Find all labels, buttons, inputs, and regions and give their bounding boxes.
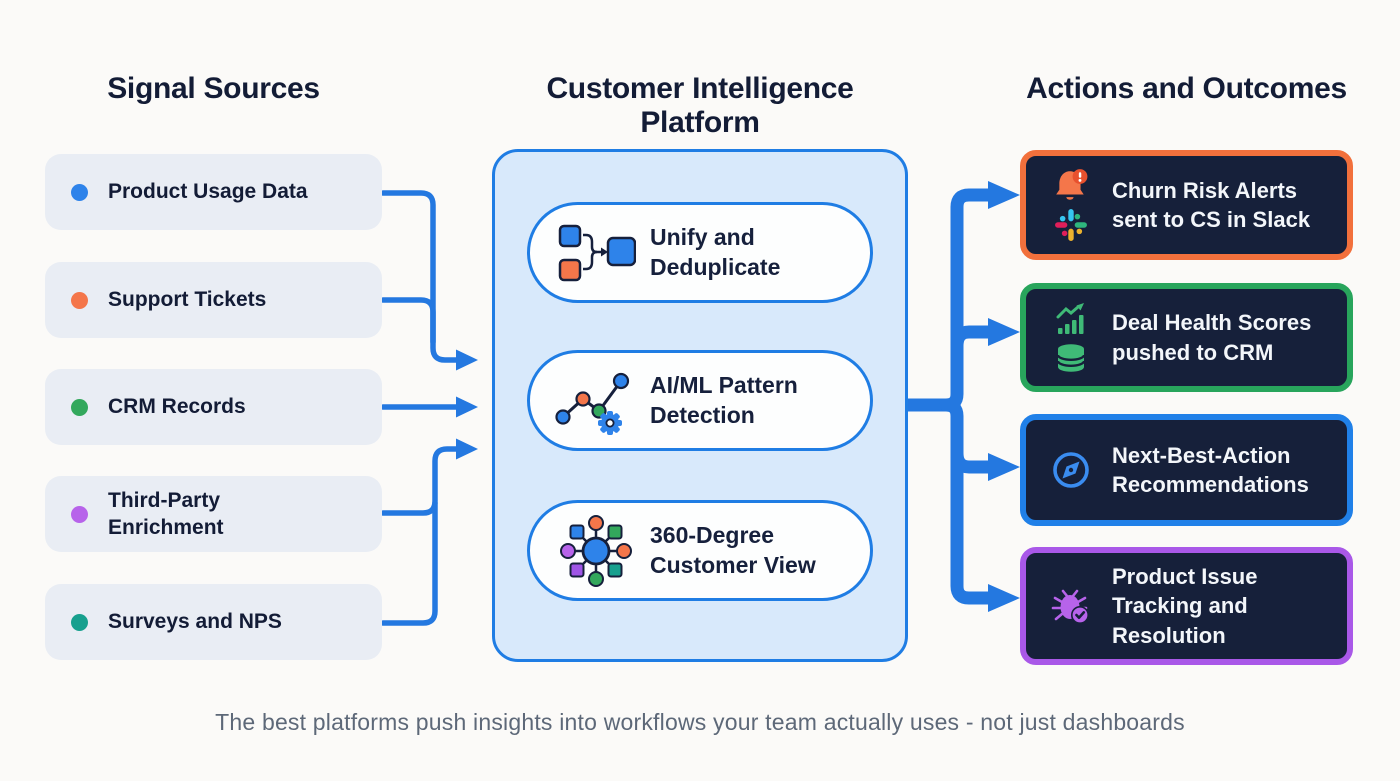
- action-card-deal-health-scores: Deal Health Scores pushed to CRM: [1020, 283, 1353, 392]
- action-card-label: Product Issue Tracking and Resolution: [1112, 564, 1258, 648]
- trend-chart-icon: [1056, 303, 1084, 334]
- source-item-product-usage-data: Product Usage Data: [45, 154, 382, 230]
- alert-bell-icon: [1056, 168, 1088, 200]
- action-card-next-best-action: Next-Best-Action Recommendations: [1020, 414, 1353, 526]
- compass-icon: [1053, 452, 1089, 488]
- platform-module-label: Unify and Deduplicate: [650, 223, 781, 280]
- action-card-label: Deal Health Scores pushed to CRM: [1112, 310, 1312, 365]
- platform-module-aiml-pattern-detection: AI/ML Pattern Detection: [527, 350, 873, 451]
- gear-icon: [598, 410, 622, 435]
- action-card-product-issue-tracking: Product Issue Tracking and Resolution: [1020, 547, 1353, 665]
- source-item-label: Support Tickets: [108, 288, 267, 312]
- sources-column-title: Signal Sources: [107, 72, 320, 105]
- action-arrowheads: [988, 181, 1020, 612]
- platform-column-title: Customer Intelligence Platform: [546, 72, 854, 139]
- action-card-label: Next-Best-Action Recommendations: [1112, 442, 1309, 497]
- teal-dot-icon: [71, 613, 88, 631]
- source-item-label: CRM Records: [108, 395, 246, 419]
- platform-module-label: 360-Degree Customer View: [650, 521, 816, 578]
- platform-module-360-customer-view: 360-Degree Customer View: [527, 500, 873, 601]
- source-item-surveys-nps: Surveys and NPS: [45, 584, 382, 660]
- pattern-detection-icon: [550, 365, 642, 437]
- customer-network-icon: [550, 509, 642, 593]
- source-item-support-tickets: Support Tickets: [45, 262, 382, 338]
- source-item-label: Third-Party Enrichment: [108, 488, 224, 539]
- purple-dot-icon: [71, 505, 88, 523]
- database-icon: [1056, 344, 1086, 372]
- footer-caption: The best platforms push insights into wo…: [215, 709, 1185, 735]
- actions-column-title: Actions and Outcomes: [1026, 72, 1347, 105]
- action-arrow-lines: [899, 188, 996, 605]
- platform-module-label: AI/ML Pattern Detection: [650, 371, 798, 428]
- action-card-label: Churn Risk Alerts sent to CS in Slack: [1112, 177, 1311, 232]
- source-item-label: Product Usage Data: [108, 180, 308, 204]
- green-dot-icon: [71, 398, 88, 416]
- source-arrowheads: [456, 349, 478, 460]
- slack-icon: [1055, 208, 1087, 241]
- source-arrow-lines: [380, 190, 459, 626]
- platform-module-unify-deduplicate: Unify and Deduplicate: [527, 202, 873, 303]
- source-item-third-party-enrichment: Third-Party Enrichment: [45, 476, 382, 552]
- blue-dot-icon: [71, 183, 88, 201]
- source-item-crm-records: CRM Records: [45, 369, 382, 445]
- orange-dot-icon: [71, 291, 88, 309]
- source-item-label: Surveys and NPS: [108, 610, 282, 634]
- action-card-churn-risk-alerts: Churn Risk Alerts sent to CS in Slack: [1020, 150, 1353, 260]
- merge-dedupe-icon: [550, 220, 642, 286]
- bug-check-icon: [1051, 589, 1089, 624]
